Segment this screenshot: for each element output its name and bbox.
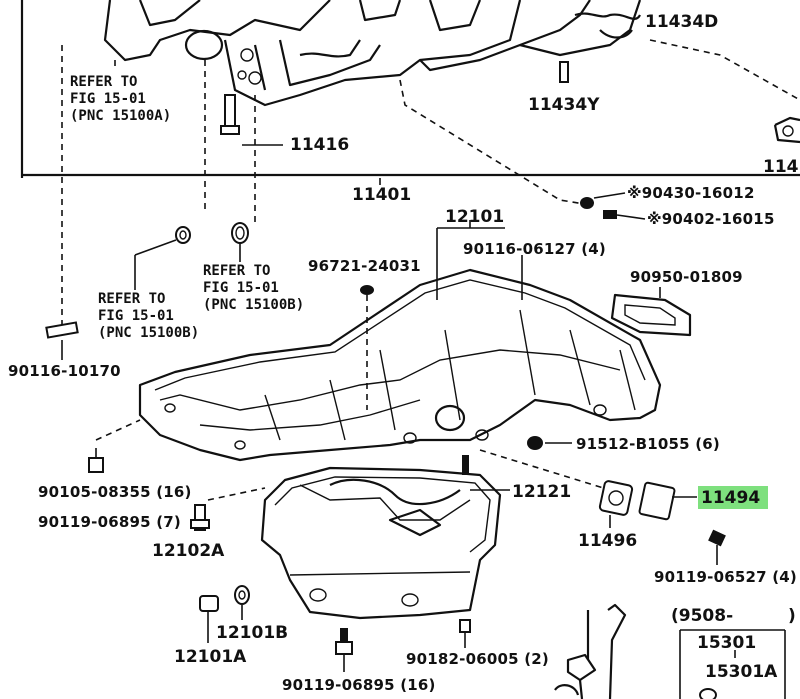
- label-114-partial[interactable]: 114: [763, 157, 799, 177]
- label-90119-06895-16[interactable]: 90119-06895 (16): [282, 676, 436, 694]
- refer3-line1: REFER TO: [98, 291, 165, 307]
- gasket-90950: [610, 287, 692, 337]
- label-90119-06527[interactable]: 90119-06527 (4): [654, 568, 797, 586]
- label-12101B[interactable]: 12101B: [216, 623, 288, 643]
- nut-91512: [527, 436, 572, 450]
- label-11434Y[interactable]: 11434Y: [528, 95, 600, 115]
- dipstick-illustration: [554, 603, 627, 699]
- label-12101A[interactable]: 12101A: [174, 647, 247, 667]
- top-leader-lines: [61, 39, 800, 330]
- engine-block-illustration: [103, 0, 800, 144]
- bracket-12101: [436, 220, 523, 300]
- leader-right: [479, 449, 611, 491]
- refer1-line1: REFER TO: [70, 74, 137, 90]
- label-91512[interactable]: 91512-B1055 (6): [576, 435, 720, 453]
- label-11416[interactable]: 11416: [290, 135, 349, 155]
- label-15301[interactable]: 15301: [697, 633, 756, 653]
- label-90402[interactable]: ※90402-16015: [647, 210, 775, 228]
- refer1-line3: (PNC 15100A): [70, 108, 171, 124]
- oil-pan-upper-illustration: [138, 268, 662, 462]
- bolt-90119-06895-7: [190, 504, 210, 531]
- stud-12121: [462, 455, 510, 491]
- label-90105[interactable]: 90105-08355 (16): [38, 483, 192, 501]
- label-15301A[interactable]: 15301A: [705, 662, 778, 682]
- engine-block-frame: [20, 0, 800, 178]
- bolts-90430-90402: [580, 192, 646, 220]
- drain-plugs: [199, 585, 250, 643]
- label-9508-close: ): [788, 606, 796, 626]
- plug-96721: [360, 285, 374, 410]
- bottom-bolts: [335, 619, 471, 672]
- label-11496[interactable]: 11496: [578, 531, 637, 551]
- leader-12102A-bolt: [207, 487, 266, 501]
- label-90430[interactable]: ※90430-16012: [627, 184, 755, 202]
- refer2-line3: (PNC 15100B): [203, 297, 304, 313]
- bolt-90105: [88, 419, 141, 473]
- labels: 11434D 11434Y 114 REFER TO FIG 15-01 (PN…: [8, 12, 799, 694]
- label-90182[interactable]: 90182-06005 (2): [406, 650, 549, 668]
- label-12121[interactable]: 12121: [512, 482, 571, 502]
- highlight-11494: [698, 486, 768, 509]
- label-11401[interactable]: 11401: [352, 185, 411, 205]
- seal-washers: [134, 222, 249, 290]
- gasket-11496: [598, 480, 634, 528]
- label-12101[interactable]: 12101: [445, 207, 504, 227]
- label-11494[interactable]: 11494: [701, 488, 760, 508]
- bracket-15301: [679, 629, 786, 699]
- refer1-line2: FIG 15-01: [70, 91, 146, 107]
- refer3-line3: (PNC 15100B): [98, 325, 199, 341]
- bolt-90119-06527: [708, 529, 726, 565]
- stud-90116-10170: [45, 321, 79, 360]
- label-11434D[interactable]: 11434D: [645, 12, 718, 32]
- cover-11494: [638, 481, 697, 521]
- refer2-line2: FIG 15-01: [203, 280, 279, 296]
- label-90116-06127[interactable]: 90116-06127 (4): [463, 240, 606, 258]
- oil-pan-lower-illustration: [260, 466, 502, 620]
- label-12102A[interactable]: 12102A: [152, 541, 225, 561]
- label-90119-06895-7[interactable]: 90119-06895 (7): [38, 513, 181, 531]
- label-90950[interactable]: 90950-01809: [630, 268, 743, 286]
- label-90116-10170[interactable]: 90116-10170: [8, 362, 121, 380]
- label-96721[interactable]: 96721-24031: [308, 257, 421, 275]
- refer2-line1: REFER TO: [203, 263, 270, 279]
- label-9508[interactable]: (9508-: [671, 606, 733, 626]
- refer3-line2: FIG 15-01: [98, 308, 174, 324]
